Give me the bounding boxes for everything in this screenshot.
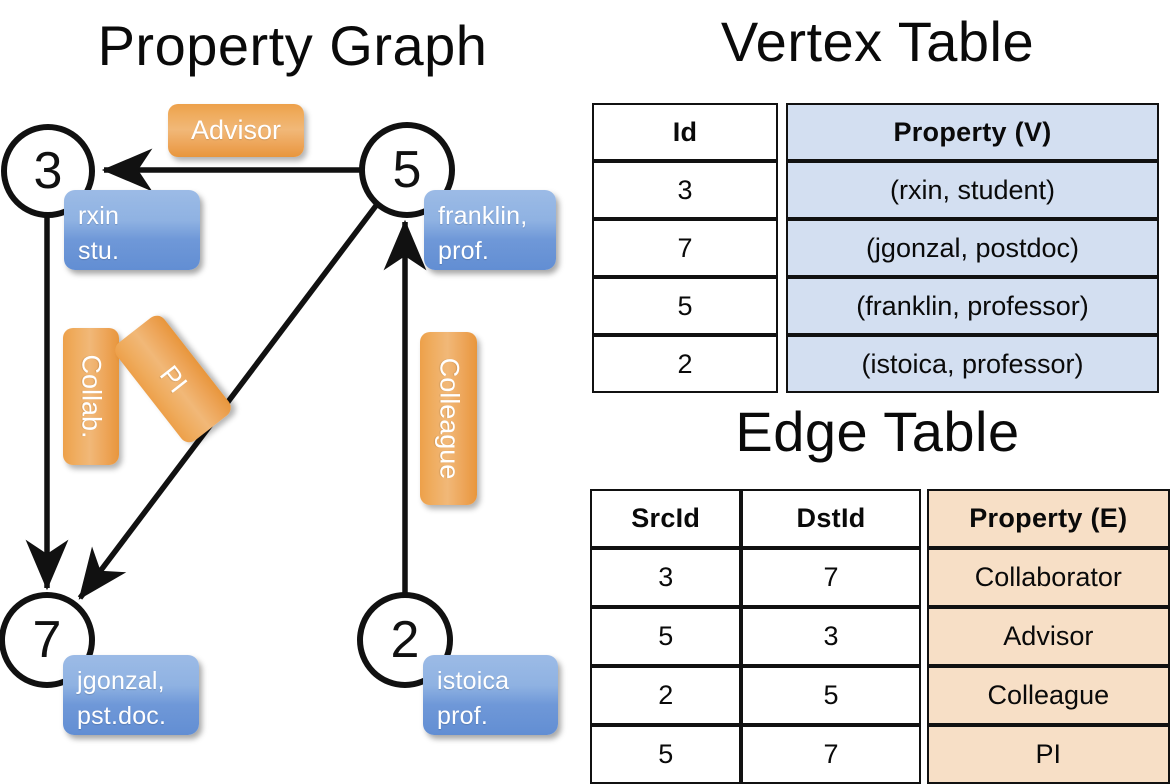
vertex-table-row[interactable]: 3 (rxin, student) <box>592 161 1159 219</box>
edge-table-cell-property: Advisor <box>926 607 1170 666</box>
edge-table-cell-dstid: 7 <box>741 548 921 607</box>
vertex-table-cell-property: (rxin, student) <box>786 161 1159 219</box>
vertex-table-cell-id: 3 <box>592 161 778 219</box>
edge-table-header-property: Property (E) <box>926 489 1170 548</box>
edge-table-row[interactable]: 2 5 Colleague <box>590 666 1170 725</box>
vertex-property-box-3-line1: rxin <box>78 202 120 230</box>
vertex-property-box-3-line2: stu. <box>78 236 120 265</box>
edge-badge-collab-text: Collab. <box>76 354 107 439</box>
edge-table-cell-property: Collaborator <box>926 548 1170 607</box>
vertex-property-box-2-line1: istoica <box>437 667 510 695</box>
vertex-table-row[interactable]: 2 (istoica, professor) <box>592 335 1159 393</box>
vertex-property-box-3: rxin stu. <box>64 190 200 270</box>
page-title-vertex-table: Vertex Table <box>720 10 1035 73</box>
vertex-table-header-property: Property (V) <box>786 103 1159 161</box>
edge-table-cell-srcid: 3 <box>590 548 742 607</box>
vertex-property-box-5: franklin, prof. <box>424 190 556 270</box>
edge-badge-colleague: Colleague <box>420 332 477 505</box>
vertex-property-box-5-line1: franklin, <box>438 202 528 230</box>
edge-table-cell-srcid: 5 <box>590 607 742 666</box>
vertex-property-box-5-line2: prof. <box>438 236 490 265</box>
edge-badge-advisor-text: Advisor <box>190 115 282 145</box>
edge-line-pi <box>77 201 381 600</box>
edge-table-cell-dstid: 5 <box>741 666 921 725</box>
vertex-label-2: 2 <box>390 611 420 669</box>
vertex-label-5: 5 <box>392 141 422 199</box>
vertex-label-3: 3 <box>33 142 63 200</box>
vertex-table: Id Property (V) 3 (rxin, student) 7 (jgo… <box>592 103 1159 393</box>
vertex-table-cell-property: (istoica, professor) <box>786 335 1159 393</box>
vertex-table-column-gap <box>778 277 786 335</box>
edge-table-cell-dstid: 7 <box>741 725 921 784</box>
vertex-table-cell-property: (franklin, professor) <box>786 277 1159 335</box>
vertex-table-header-id: Id <box>592 103 778 161</box>
edge-table-header-row: SrcId DstId Property (E) <box>590 489 1170 548</box>
edge-badge-pi-text: PI <box>153 359 194 398</box>
vertex-table-column-gap <box>778 161 786 219</box>
edge-table-cell-property: PI <box>926 725 1170 784</box>
edge-table-cell-dstid: 3 <box>741 607 921 666</box>
vertex-table-row[interactable]: 7 (jgonzal, postdoc) <box>592 219 1159 277</box>
edge-badge-colleague-text: Colleague <box>434 357 464 480</box>
edge-table-row[interactable]: 5 3 Advisor <box>590 607 1170 666</box>
edge-badge-collab: Collab. <box>63 328 119 465</box>
vertex-property-box-2: istoica prof. <box>423 655 558 735</box>
edge-table-header-srcid: SrcId <box>590 489 742 548</box>
vertex-table-column-gap <box>778 103 786 161</box>
vertex-property-box-7-line2: pst.doc. <box>77 701 167 730</box>
edge-badge-advisor: Advisor <box>168 104 304 157</box>
vertex-table-column-gap <box>778 219 786 277</box>
page-title-property-graph: Property Graph <box>97 14 488 77</box>
vertex-table-cell-id: 5 <box>592 277 778 335</box>
edge-table-cell-property: Colleague <box>926 666 1170 725</box>
slide-canvas: Property Graph Vertex Table Edge Table 3… <box>0 10 1170 784</box>
edge-table-row[interactable]: 3 7 Collaborator <box>590 548 1170 607</box>
vertex-table-column-gap <box>778 335 786 393</box>
vertex-property-box-7: jgonzal, pst.doc. <box>63 655 199 735</box>
vertex-table-cell-property: (jgonzal, postdoc) <box>786 219 1159 277</box>
vertex-table-row[interactable]: 5 (franklin, professor) <box>592 277 1159 335</box>
edge-table-cell-srcid: 2 <box>590 666 742 725</box>
edge-table: SrcId DstId Property (E) 3 7 Collaborato… <box>590 489 1170 784</box>
vertex-property-box-2-line2: prof. <box>437 701 489 730</box>
edge-table-cell-srcid: 5 <box>590 725 742 784</box>
page-title-edge-table: Edge Table <box>735 400 1020 463</box>
vertex-table-cell-id: 2 <box>592 335 778 393</box>
edge-table-header-dstid: DstId <box>741 489 921 548</box>
vertex-table-header-row: Id Property (V) <box>592 103 1159 161</box>
vertex-label-7: 7 <box>32 611 62 669</box>
edge-table-row[interactable]: 5 7 PI <box>590 725 1170 784</box>
vertex-table-cell-id: 7 <box>592 219 778 277</box>
vertex-property-box-7-line1: jgonzal, <box>77 667 165 695</box>
